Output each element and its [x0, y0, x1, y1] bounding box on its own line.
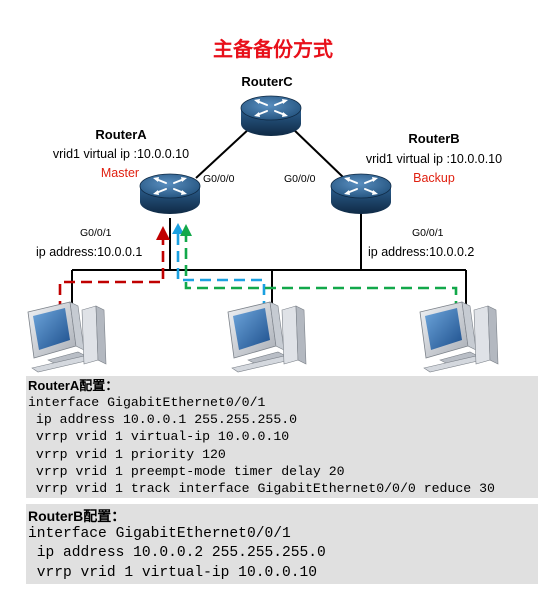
router-a-name: RouterA: [95, 127, 147, 142]
arrow-green: [180, 224, 192, 236]
config-line: vrrp vrid 1 track interface GigabitEther…: [28, 481, 495, 497]
router-c-icon: [240, 95, 302, 137]
router-a-port-down: G0/0/1: [80, 227, 112, 239]
traffic-path-blue: [176, 232, 266, 312]
arrow-red: [156, 226, 170, 240]
traffic-path-red: [58, 238, 165, 312]
router-b-port-up: G0/0/0: [284, 173, 316, 185]
router-a-icon: [139, 173, 201, 215]
router-a-config-header: RouterA配置：: [28, 378, 119, 393]
pc-icon: [27, 301, 107, 373]
config-line: interface GigabitEthernet0/0/1: [28, 395, 266, 410]
link-c-b: [291, 127, 345, 179]
vrrp-topology-diagram: 主备备份方式 RouterC RouterA vrid1 virtual ip …: [27, 37, 502, 373]
router-a-port-up: G0/0/0: [203, 173, 235, 185]
router-b-icon: [330, 173, 392, 215]
config-line: interface GigabitEthernet0/0/1: [28, 526, 291, 542]
pc-icon: [419, 301, 499, 373]
pc-icon: [227, 301, 307, 373]
config-line: vrrp vrid 1 virtual-ip 10.0.0.10: [28, 429, 290, 445]
config-line: vrrp vrid 1 preempt-mode timer delay 20: [28, 463, 345, 479]
config-line: ip address 10.0.0.1 255.255.255.0: [28, 412, 298, 428]
config-line: ip address 10.0.0.2 255.255.255.0: [28, 545, 326, 562]
router-b-port-down: G0/0/1: [412, 227, 444, 239]
router-b-config-header: RouterB配置：: [28, 508, 126, 524]
router-b-ip: ip address:10.0.0.2: [368, 245, 474, 259]
router-b-role: Backup: [413, 171, 455, 185]
link-c-a: [195, 127, 251, 179]
router-b-vrid: vrid1 virtual ip :10.0.0.10: [366, 152, 502, 166]
router-a-vrid: vrid1 virtual ip :10.0.0.10: [53, 147, 189, 161]
arrow-blue: [172, 223, 184, 234]
config-line: vrrp vrid 1 priority 120: [28, 446, 226, 462]
router-b-name: RouterB: [408, 131, 459, 146]
router-a-config-block: RouterA配置： interface GigabitEthernet0/0/…: [26, 376, 538, 498]
config-line: vrrp vrid 1 virtual-ip 10.0.0.10: [28, 564, 318, 581]
router-a-ip: ip address:10.0.0.1: [36, 245, 142, 259]
diagram-title: 主备备份方式: [213, 37, 333, 61]
router-c-name: RouterC: [241, 74, 293, 89]
router-b-config-block: RouterB配置： interface GigabitEthernet0/0/…: [26, 504, 538, 584]
traffic-path-green: [184, 234, 458, 312]
router-a-role: Master: [101, 166, 139, 180]
